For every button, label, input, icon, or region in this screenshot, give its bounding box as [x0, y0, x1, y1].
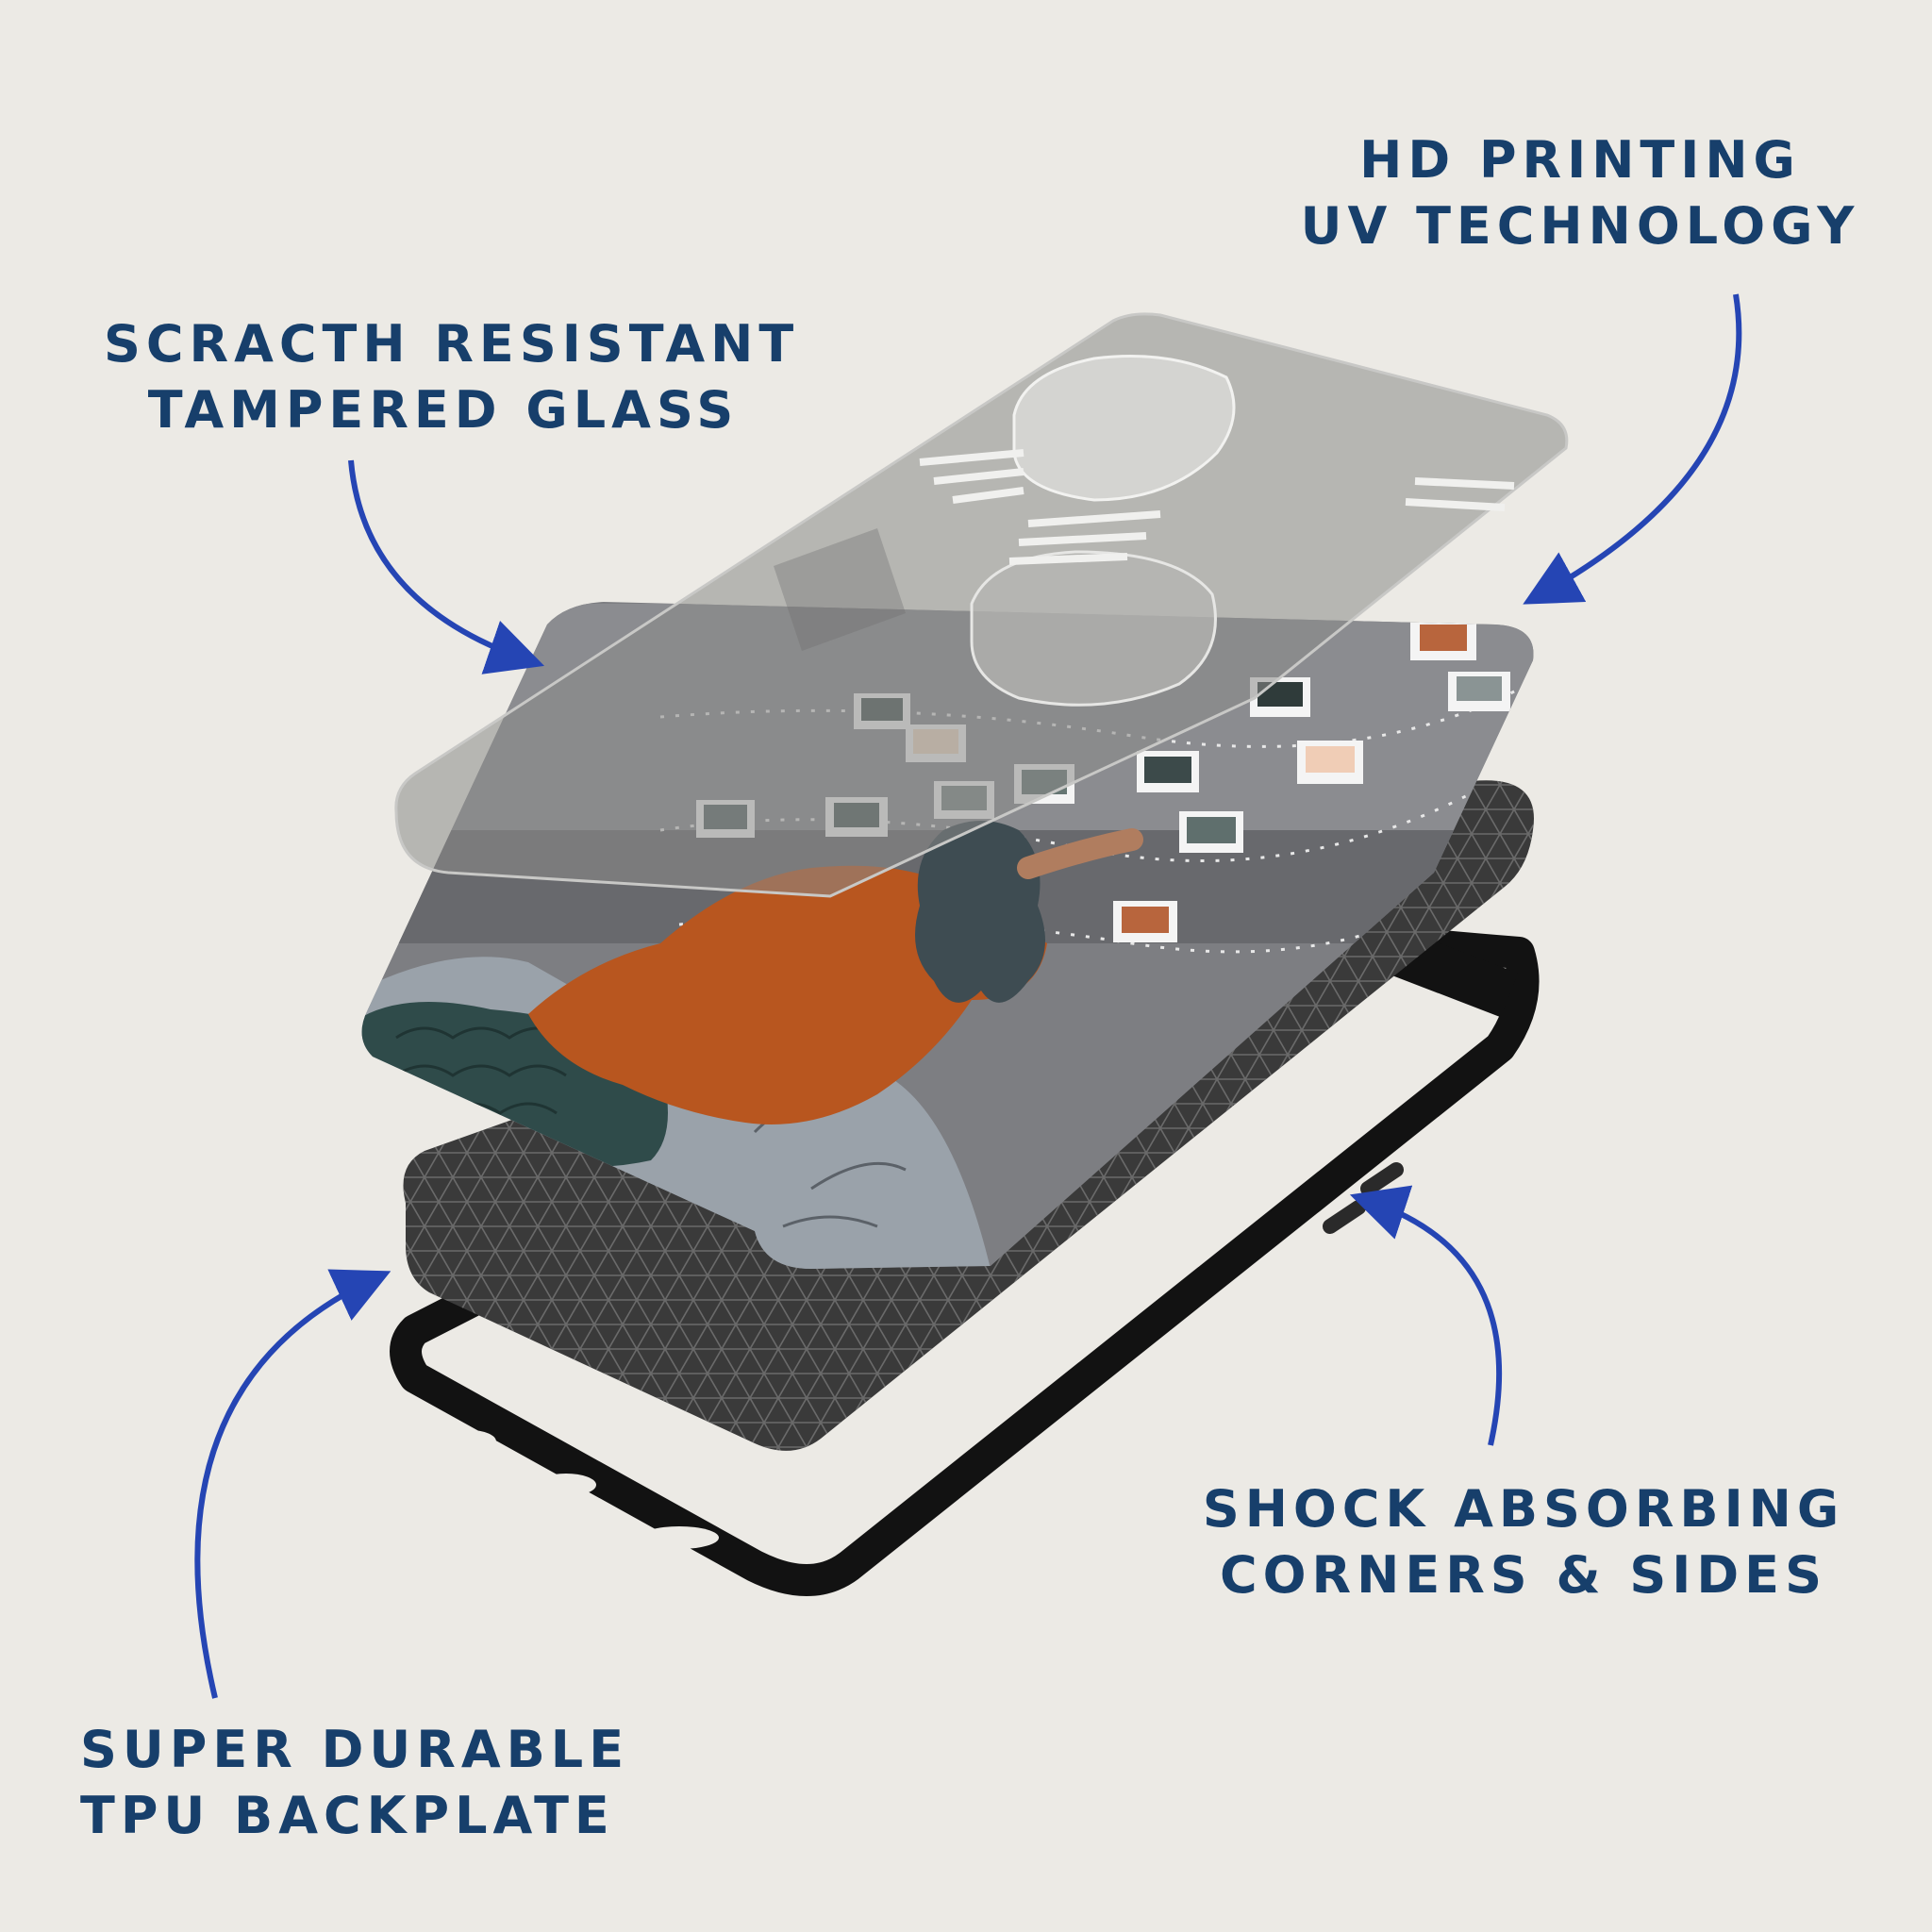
polaroid-photo	[1113, 901, 1177, 942]
bumper-cutout	[443, 1430, 496, 1453]
printed-camera-cutout	[970, 550, 1217, 707]
tempered-glass-layer	[394, 312, 1569, 898]
polaroid-photo	[1137, 751, 1199, 792]
arrow-to-backplate	[194, 1269, 391, 1699]
polaroid-photo	[1179, 811, 1243, 853]
arrow-to-bumper	[1349, 1185, 1503, 1446]
callout-line: TAMPERED GLASS	[147, 380, 740, 440]
callout-hd-printing: HD PRINTING UV TECHNOLOGY	[1292, 127, 1868, 259]
glass-camera-cutout	[1012, 355, 1236, 502]
callout-shock-absorbing: SHOCK ABSORBING CORNERS & SIDES	[1193, 1476, 1854, 1608]
callout-line: SUPER DURABLE	[80, 1720, 630, 1779]
callout-line: SCRACTH RESISTANT	[104, 314, 800, 374]
figure-hair	[915, 821, 1045, 1003]
callout-line: UV TECHNOLOGY	[1300, 196, 1860, 256]
callout-line: TPU BACKPLATE	[80, 1786, 615, 1845]
polaroid-photo	[1410, 619, 1476, 660]
polaroid-photo	[1297, 741, 1363, 784]
arrow-to-print	[1523, 293, 1742, 605]
callout-tpu-backplate: SUPER DURABLE TPU BACKPLATE	[80, 1717, 630, 1849]
bumper-cutout	[640, 1526, 719, 1549]
arrow-to-glass	[348, 459, 545, 675]
callout-line: SHOCK ABSORBING	[1202, 1479, 1845, 1539]
polaroid-photo	[1448, 672, 1510, 711]
callout-line: CORNERS & SIDES	[1220, 1545, 1827, 1605]
bumper-cutout	[536, 1474, 596, 1496]
callout-line: HD PRINTING	[1359, 130, 1801, 190]
callout-tempered-glass: SCRACTH RESISTANT TAMPERED GLASS	[104, 311, 800, 443]
